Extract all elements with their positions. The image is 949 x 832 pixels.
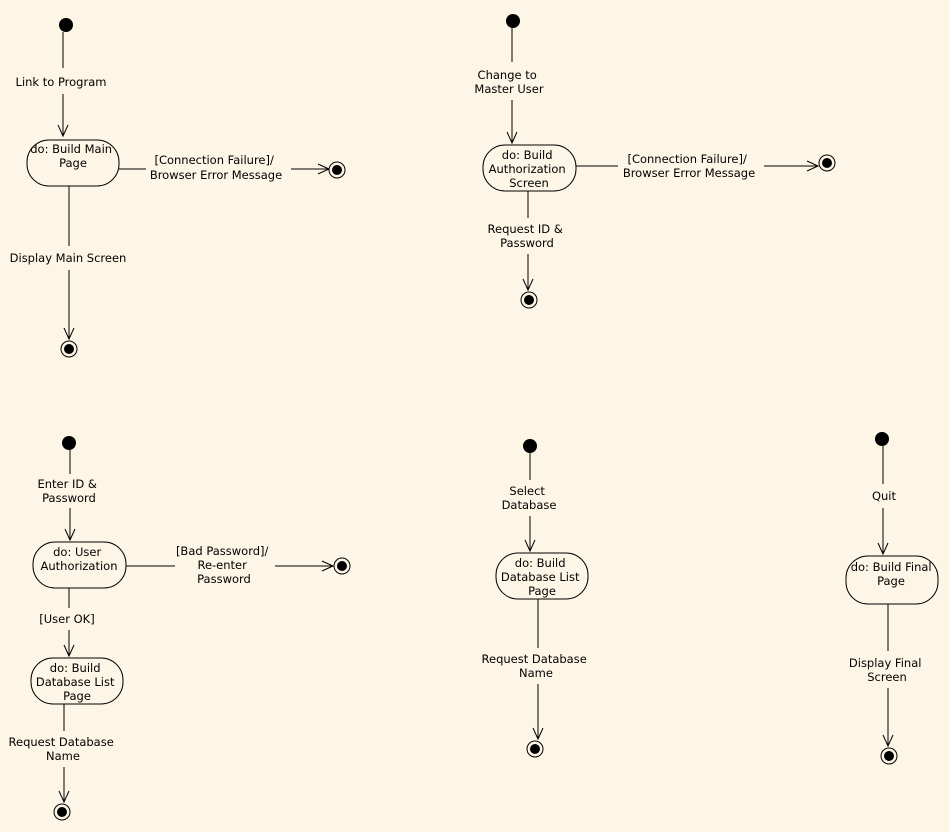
action-state-build-database-list-page (30, 657, 124, 705)
diagram-user-authorization: Enter ID & Password do: User Authorizati… (9, 436, 351, 821)
diagram-authorization-screen: Change to Master User do: Build Authoriz… (474, 14, 836, 309)
action-state-build-authorization-screen (482, 144, 577, 192)
arrowhead (321, 560, 335, 572)
transition-label-select-database: Select Database (502, 484, 557, 512)
transition-label-display-main-screen: Display Main Screen (10, 251, 127, 265)
state-label: do: Build Main Page (30, 142, 116, 170)
arrowhead (506, 131, 518, 145)
state-label: do: User Authorization (40, 545, 117, 573)
arrowhead (57, 124, 69, 138)
transition-label-request-database-name: Request Database Name (482, 652, 591, 680)
arrowhead (877, 542, 889, 556)
diagram-final-page: Quit do: Build Final Page Display Final … (845, 432, 939, 765)
action-state-user-authorization (32, 541, 127, 589)
initial-node (62, 436, 76, 450)
transition-label-connection-failure: [Connection Failure]/ Browser Error Mess… (150, 153, 282, 182)
state-label: do: Build Database List Page (501, 556, 583, 598)
arrowhead (882, 734, 894, 748)
arrowhead (532, 727, 544, 741)
transition-label-quit: Quit (872, 489, 897, 503)
arrowhead (64, 528, 76, 542)
diagram-main-page: Link to Program do: Build Main Page [Con… (10, 18, 346, 358)
arrowhead (806, 160, 820, 172)
state-label: do: Build Final Page (851, 560, 936, 588)
action-state-build-main-page (26, 139, 120, 187)
transition-label-request-database-name: Request Database Name (9, 735, 118, 763)
state-label: do: Build Database List Page (36, 661, 118, 703)
initial-node (523, 439, 537, 453)
transition-label-display-final-screen: Display Final Screen (849, 656, 925, 684)
transition-label-user-ok: [User OK] (39, 612, 94, 626)
arrowhead (522, 278, 534, 292)
action-state-build-database-list-page (495, 552, 589, 600)
arrowhead (63, 644, 75, 658)
transition-label-enter-id-password: Enter ID & Password (37, 477, 100, 505)
transition-label-bad-password: [Bad Password]/ Re-enter Password (176, 544, 272, 586)
diagram-select-database: Select Database do: Build Database List … (482, 439, 591, 758)
initial-node (506, 14, 520, 28)
state-label: do: Build Authorization Screen (489, 148, 570, 190)
initial-node (875, 432, 889, 446)
arrowhead (524, 539, 536, 553)
transition-label-link-to-program: Link to Program (16, 75, 107, 89)
transition-label-connection-failure: [Connection Failure]/ Browser Error Mess… (623, 152, 755, 180)
transition-label-request-id-password: Request ID & Password (488, 222, 567, 250)
transition-label-change-to-master-user: Change to Master User (474, 68, 543, 96)
initial-node (59, 18, 73, 32)
arrowhead (58, 790, 70, 804)
arrowhead (63, 327, 75, 341)
action-state-build-final-page (845, 555, 939, 605)
